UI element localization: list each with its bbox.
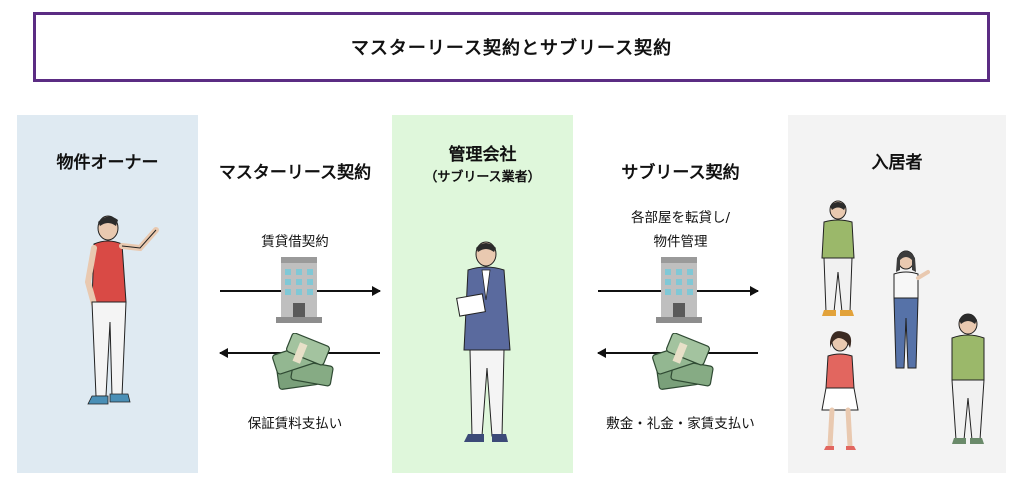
person-tenant-icon xyxy=(820,330,862,452)
building-icon xyxy=(656,257,702,323)
master-lease-top-text: 賃貸借契約 xyxy=(261,234,329,250)
person-tenant-icon xyxy=(818,200,858,320)
sublease-top-text-line1: 各部屋を転貸し/ xyxy=(630,210,731,226)
manager-subheading: （サブリース業者） xyxy=(424,170,541,185)
master-lease-heading: マスターリース契約 xyxy=(218,163,372,183)
diagram-title: マスターリース契約とサブリース契約 xyxy=(33,12,990,82)
person-manager-icon xyxy=(452,240,522,445)
person-tenant-icon xyxy=(886,248,930,376)
manager-heading: 管理会社 xyxy=(448,145,517,165)
money-stack-icon xyxy=(268,333,336,393)
master-lease-bottom-text: 保証賃料支払い xyxy=(247,416,343,432)
tenant-heading: 入居者 xyxy=(871,153,923,173)
sublease-top-text-line2: 物件管理 xyxy=(653,234,708,250)
sublease-heading: サブリース契約 xyxy=(621,163,740,183)
building-icon xyxy=(276,257,322,323)
sublease-bottom-text: 敷金・礼金・家賃支払い xyxy=(606,416,755,432)
owner-heading: 物件オーナー xyxy=(56,153,159,173)
money-stack-icon xyxy=(648,333,716,393)
person-tenant-icon xyxy=(944,310,992,450)
title-text: マスターリース契約とサブリース契約 xyxy=(350,38,673,59)
person-owner-icon xyxy=(78,212,168,412)
